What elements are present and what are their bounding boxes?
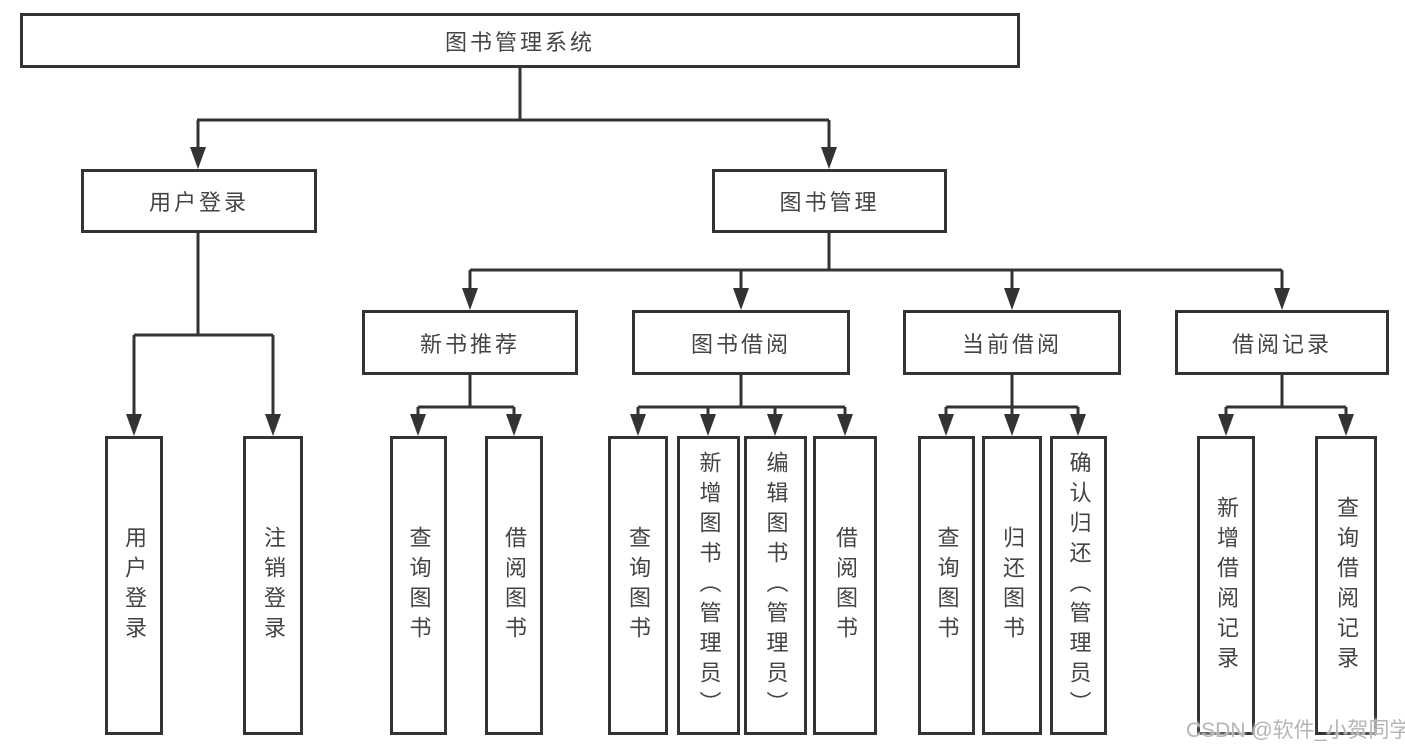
arrow-down-icon (1274, 288, 1290, 310)
leaf-logout: 注销登录 (243, 436, 303, 735)
connector-book-borrow (636, 375, 847, 416)
leaf-borrow-edit-book-admin: 编辑图书（管理员） (744, 436, 807, 735)
leaf-current-return-book: 归还图书 (982, 436, 1042, 735)
leaf-logout-label: 注销登录 (261, 525, 286, 646)
leaf-user-login-label: 用户登录 (122, 525, 147, 646)
leaf-current-query-book: 查询图书 (918, 436, 975, 735)
node-new-book-recommend: 新书推荐 (362, 310, 578, 375)
leaf-user-login: 用户登录 (105, 436, 163, 735)
leaf-record-add-record: 新增借阅记录 (1197, 436, 1255, 735)
connector-new-book-recommend (416, 375, 516, 416)
node-book-management-label: 图书管理 (779, 190, 880, 215)
leaf-current-confirm-return-admin: 确认归还（管理员） (1050, 436, 1107, 735)
leaf-borrow-add-book-admin: 新增图书（管理员） (677, 436, 740, 735)
leaf-current-return-book-label: 归还图书 (1000, 525, 1025, 646)
arrow-down-icon (938, 414, 954, 436)
leaf-borrow-edit-book-admin-label: 编辑图书（管理员） (763, 450, 789, 721)
arrow-down-icon (700, 414, 716, 436)
arrow-down-icon (126, 414, 142, 436)
node-user-login: 用户登录 (81, 169, 317, 233)
node-user-login-label: 用户登录 (148, 190, 249, 215)
arrow-down-icon (630, 414, 646, 436)
connector-current-borrow (944, 375, 1080, 416)
node-current-borrow-label: 当前借阅 (961, 331, 1062, 357)
leaf-current-confirm-return-admin-label: 确认归还（管理员） (1066, 450, 1092, 721)
arrow-down-icon (462, 288, 478, 310)
leaf-record-query-record: 查询借阅记录 (1315, 436, 1377, 735)
leaf-recommend-borrow-book-label: 借阅图书 (502, 525, 527, 646)
arrow-down-icon (821, 147, 837, 169)
arrow-down-icon (1338, 414, 1354, 436)
arrow-down-icon (837, 414, 853, 436)
arrow-down-icon (1004, 414, 1020, 436)
leaf-recommend-query-book: 查询图书 (390, 436, 447, 735)
leaf-record-query-record-label: 查询借阅记录 (1334, 495, 1359, 676)
arrow-down-icon (410, 414, 426, 436)
leaf-borrow-add-book-admin-label: 新增图书（管理员） (696, 450, 722, 721)
leaf-borrow-query-book: 查询图书 (608, 436, 668, 735)
arrow-down-icon (1070, 414, 1086, 436)
arrow-down-icon (1004, 288, 1020, 310)
node-current-borrow: 当前借阅 (903, 310, 1121, 375)
connector-root (196, 68, 831, 150)
node-borrow-record-label: 借阅记录 (1231, 331, 1332, 357)
leaf-borrow-query-book-label: 查询图书 (626, 525, 651, 646)
connector-user-login (132, 233, 275, 416)
arrow-down-icon (190, 147, 206, 169)
leaf-borrow-borrow-book-label: 借阅图书 (833, 525, 858, 646)
node-borrow-record: 借阅记录 (1175, 310, 1389, 375)
node-book-management: 图书管理 (712, 169, 947, 233)
connector-book-management (468, 233, 1284, 290)
arrow-down-icon (767, 414, 783, 436)
csdn-watermark: CSDN @软件_小贺同学 (1186, 719, 1405, 742)
arrow-down-icon (1218, 414, 1234, 436)
node-root: 图书管理系统 (20, 13, 1020, 68)
leaf-record-add-record-label: 新增借阅记录 (1214, 495, 1239, 676)
node-root-label: 图书管理系统 (444, 29, 595, 55)
node-book-borrow-label: 图书借阅 (690, 331, 791, 357)
node-book-borrow: 图书借阅 (632, 310, 850, 375)
arrow-down-icon (506, 414, 522, 436)
leaf-current-query-book-label: 查询图书 (934, 525, 960, 646)
connector-borrow-record (1224, 375, 1348, 416)
arrow-down-icon (265, 414, 281, 436)
leaf-borrow-borrow-book: 借阅图书 (813, 436, 877, 735)
arrow-down-icon (733, 288, 749, 310)
leaf-recommend-query-book-label: 查询图书 (406, 525, 432, 646)
node-new-book-recommend-label: 新书推荐 (419, 331, 520, 357)
leaf-recommend-borrow-book: 借阅图书 (485, 436, 543, 735)
